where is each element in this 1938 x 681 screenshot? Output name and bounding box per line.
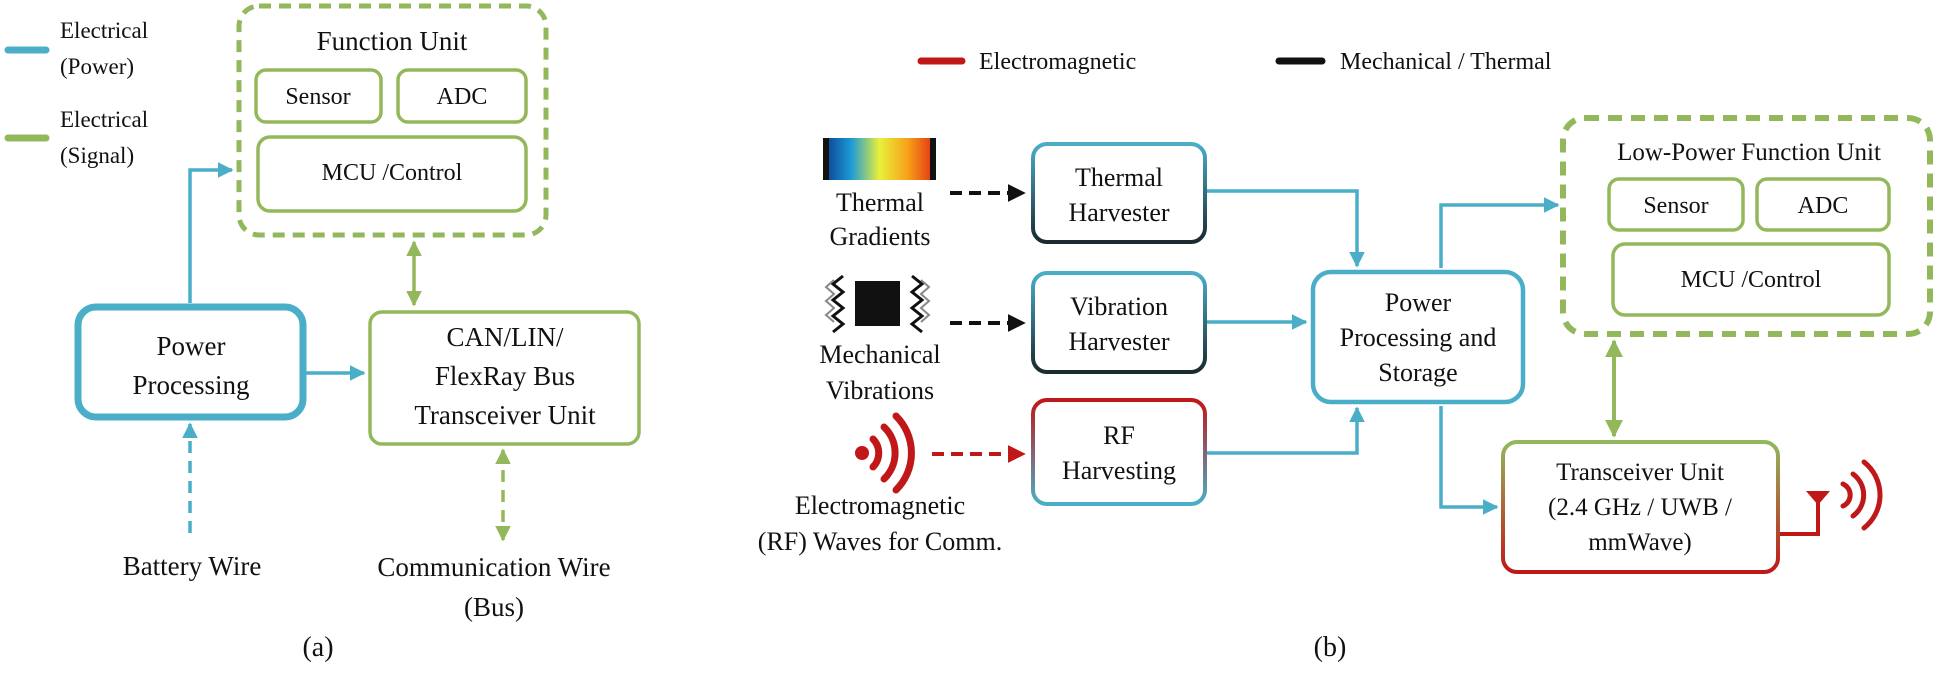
rf-source-line1: Electromagnetic [795,491,965,520]
rf-to-storage-arrow [1207,406,1365,455]
power-storage-line1: Power [1385,288,1452,317]
transceiver-unit-line2: (2.4 GHz / UWB / [1548,494,1732,521]
lp-mcu-box [1611,242,1891,317]
low-power-function-unit-title: Low-Power Function Unit [1617,139,1881,166]
legend-power: Electrical (Power) [4,18,148,79]
power-storage-box [1310,269,1526,405]
lp-adc-box [1755,177,1891,232]
legend-electromagnetic-label: Electromagnetic [979,49,1136,75]
rf-source-line2: (RF) Waves for Comm. [758,527,1002,556]
vibration-harvester-line2: Harvester [1068,327,1169,356]
mechanical-source-line2: Vibrations [826,376,934,405]
communication-wire-line2: (Bus) [464,592,524,622]
lp-sensor-box [1607,177,1745,232]
power-processing-line2: Processing [133,370,250,400]
battery-wire-label: Battery Wire [123,551,262,581]
thermal-harvester-box [1031,142,1207,244]
antenna-icon [1780,459,1883,536]
lp-mcu-label: MCU /Control [1681,267,1822,293]
legend-signal-line1: Electrical [60,107,148,132]
mcu-box [256,135,528,213]
legend-power-line2: (Power) [60,54,134,79]
rf-waves-icon [855,412,915,494]
mechanical-source-line1: Mechanical [819,340,940,369]
caption-a: (a) [302,632,333,663]
low-power-function-unit-box [1560,115,1933,337]
thermal-source-line1: Thermal [836,188,924,217]
power-to-function-arrow [188,162,234,303]
legend-signal-line2: (Signal) [60,143,134,168]
vibration-harvester-line1: Vibration [1070,292,1168,321]
rf-harvesting-line2: Harvesting [1062,456,1176,485]
sensor-label: Sensor [285,84,350,110]
bus-transceiver-line2: FlexRay Bus [435,361,575,391]
communication-wire-line1: Communication Wire [377,552,610,582]
legend-mechanical-label: Mechanical / Thermal [1340,49,1552,75]
power-processing-box [74,303,307,421]
transceiver-unit-line3: mmWave) [1588,529,1692,556]
caption-b: (b) [1314,632,1347,663]
lp-adc-label: ADC [1798,193,1849,219]
power-storage-line2: Processing and [1340,323,1497,352]
function-unit-box [236,3,549,238]
bus-transceiver-box [368,310,641,446]
thermal-harvester-line2: Harvester [1068,198,1169,227]
bus-transceiver-line3: Transceiver Unit [414,400,596,430]
power-storage-line3: Storage [1378,358,1457,387]
thermal-harvester-line1: Thermal [1075,163,1163,192]
vibration-icon [824,274,931,334]
legend-signal: Electrical (Signal) [4,107,148,168]
bus-transceiver-line1: CAN/LIN/ [447,322,564,352]
lp-sensor-label: Sensor [1643,193,1708,219]
adc-label: ADC [437,84,488,110]
transceiver-unit-box [1501,440,1780,574]
function-unit-title: Function Unit [317,26,468,56]
storage-to-function-arrow [1439,197,1560,268]
adc-box [396,68,528,124]
storage-to-transceiver-arrow [1439,406,1499,515]
thermal-gradient-icon [823,138,936,180]
panel-a: Electrical (Power) Electrical (Signal) F… [4,3,641,663]
thermal-source-line2: Gradients [829,222,930,251]
rf-harvesting-box [1031,398,1207,506]
vibration-harvester-box [1031,271,1207,374]
sensor-box [254,68,383,124]
mcu-label: MCU /Control [322,160,463,186]
rf-harvesting-line1: RF [1103,421,1135,450]
thermal-to-storage-arrow [1207,189,1365,268]
power-processing-line1: Power [157,331,226,361]
panel-b: Electromagnetic Mechanical / Thermal The… [758,49,1933,663]
transceiver-unit-line1: Transceiver Unit [1556,459,1724,486]
legend-power-line1: Electrical [60,18,148,43]
